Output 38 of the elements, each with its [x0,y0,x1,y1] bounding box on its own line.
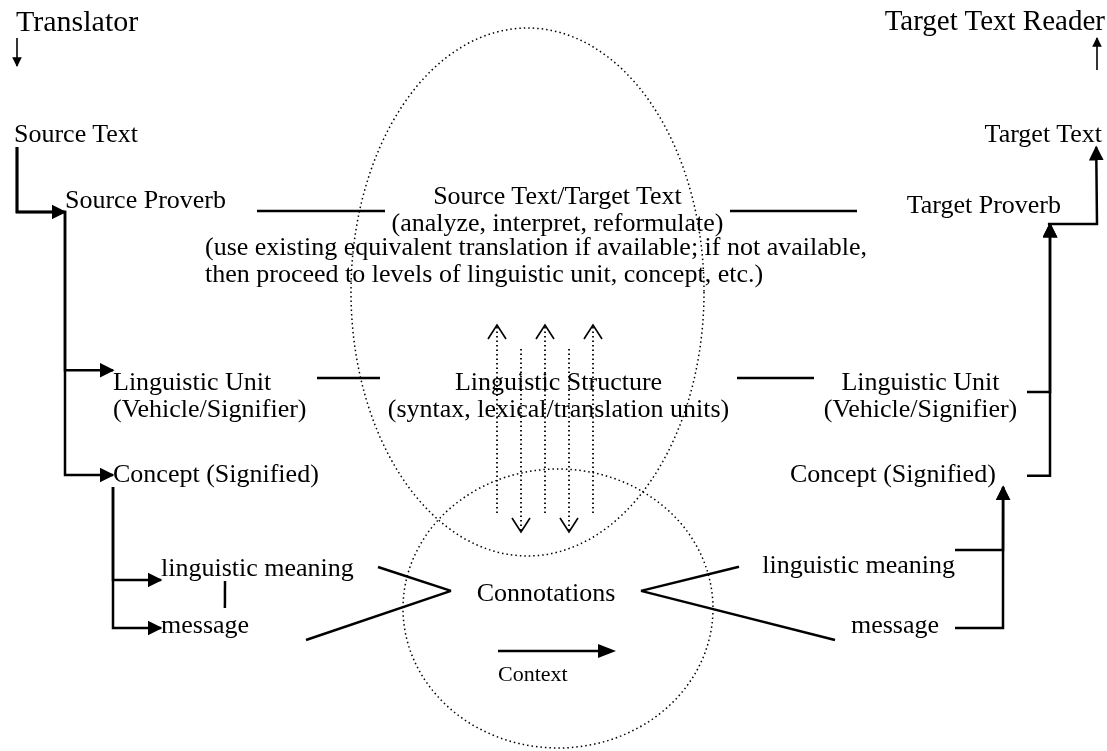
connector-line [317,376,380,380]
connector-arrow [12,37,22,67]
term-label: (syntax, lexical/translation units) [387,395,730,422]
term-label: Target Proverb [906,191,1061,218]
term-label: Source Text [14,119,139,147]
term-label: (Vehicle/Signifier) [113,395,307,422]
context-label: Context [498,662,569,685]
term-label: Linguistic Structure [454,368,663,395]
term-label: Connotations [476,578,616,606]
connector-line [257,209,385,213]
connector-arrow [15,147,115,483]
term-label: Concept (Signified) [790,459,996,487]
connector-arrow [1092,37,1102,71]
term-label: Concept (Signified) [113,459,319,487]
term-label: linguistic meaning [762,550,955,578]
term-label: Linguistic Unit [841,368,1000,395]
connector-arrow [1027,222,1058,394]
connector-line [377,565,452,593]
connector-arrow [955,485,1011,630]
term-label: linguistic meaning [161,553,354,581]
connector-line [223,581,227,608]
term-label: message [161,610,250,638]
connector-line [737,376,814,380]
term-label: (Vehicle/Signifier) [823,395,1018,422]
connector-line [640,565,740,593]
connector-line [305,589,452,642]
term-label: message [850,610,940,638]
term-label: Source Proverb [65,185,226,213]
role-label: Target Text Reader [884,5,1105,35]
connector-line [730,209,857,213]
term-label: Source Text/Target Text [433,182,682,209]
term-label: Linguistic Unit [113,368,272,395]
connector-arrow [1047,145,1104,226]
connector-arrow [111,487,163,636]
connector-line [640,589,836,642]
term-label: Target Text [984,119,1102,147]
role-label: Translator [16,4,139,36]
term-label: (analyze, interpret, reformulate) [391,209,724,236]
